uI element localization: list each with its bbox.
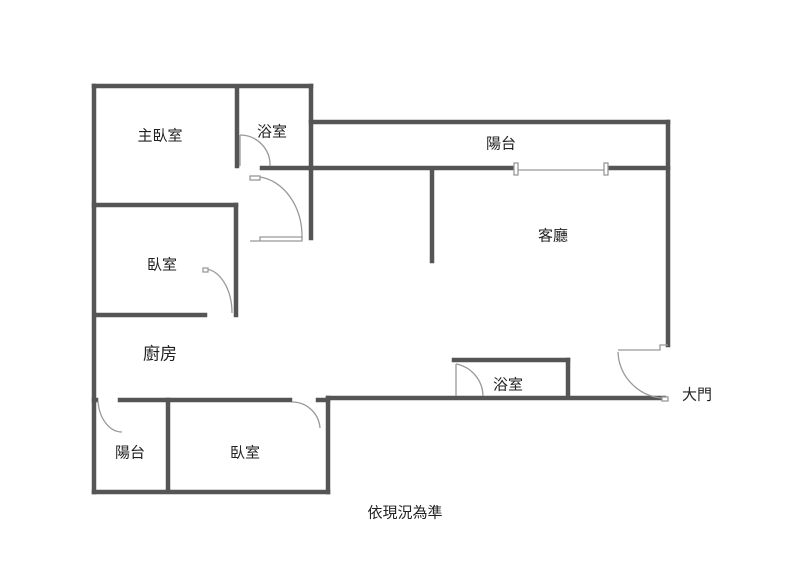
room-label-bathroom: 浴室 xyxy=(256,122,288,141)
front-door-arc xyxy=(617,351,663,399)
door-arc xyxy=(239,134,271,167)
door-jamb xyxy=(603,162,609,176)
room-label-bedroom: 臥室 xyxy=(229,443,261,462)
room-label-bathroom: 浴室 xyxy=(492,375,524,394)
room-label-bedroom: 臥室 xyxy=(146,255,178,274)
disclaimer-note: 依現況為準 xyxy=(367,503,443,522)
door-arc xyxy=(291,401,321,429)
room-label-living-room: 客廳 xyxy=(537,226,569,245)
door-arc xyxy=(204,268,233,314)
label-main-door: 大門 xyxy=(681,385,713,404)
door-arc xyxy=(259,176,303,239)
door-arc xyxy=(97,400,123,433)
room-label-kitchen: 廚房 xyxy=(143,344,177,365)
room-label-balcony: 陽台 xyxy=(485,134,517,153)
door-jamb xyxy=(513,162,519,176)
room-label-master-bedroom: 主臥室 xyxy=(137,126,183,145)
room-label-balcony: 陽台 xyxy=(114,443,146,462)
door-arc xyxy=(455,363,484,397)
